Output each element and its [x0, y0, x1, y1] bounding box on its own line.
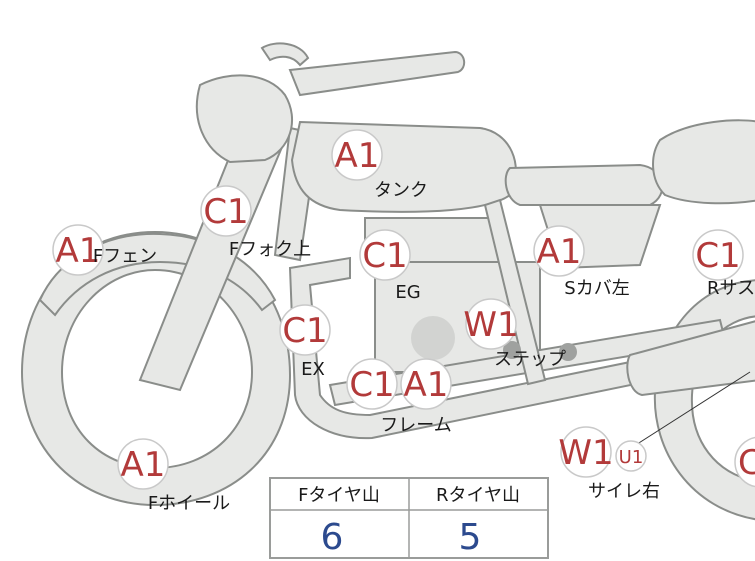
grade-engine: C1	[362, 236, 407, 276]
handlebar-bar	[288, 50, 466, 97]
step-peg-right	[559, 343, 577, 361]
grade-edge: C	[738, 443, 755, 483]
muffler	[626, 320, 755, 397]
silencer-leader-line	[619, 371, 751, 456]
condition-marker-exhaust: C1 EX	[279, 304, 331, 380]
label-ffender: Fフェン	[93, 246, 157, 267]
label-frame: フレーム	[380, 415, 451, 436]
seat	[504, 163, 664, 206]
grade-tank: A1	[335, 136, 380, 176]
condition-marker-ffender: A1 Fフェン	[52, 224, 157, 276]
table-header-rear-tire: Rタイヤ山	[436, 485, 520, 506]
handlebar	[260, 42, 310, 67]
condition-marker-silencer: W1 U1 サイレ右	[558, 426, 660, 502]
engine-cover	[411, 316, 455, 360]
grade-fwheel: A1	[121, 445, 166, 485]
grade-exhaust: C1	[282, 311, 327, 351]
grade-frame-b: A1	[404, 365, 449, 405]
label-engine: EG	[395, 282, 420, 303]
step-peg-left	[503, 341, 521, 359]
tire-tread-table: Fタイヤ山 Rタイヤ山 6 5	[269, 477, 549, 559]
table-value-front-tire: 6	[321, 517, 344, 558]
grade-ffork: C1	[203, 192, 248, 232]
label-exhaust: EX	[301, 359, 325, 380]
label-silencer: サイレ右	[588, 481, 660, 502]
label-tank: タンク	[374, 180, 428, 201]
condition-marker-engine: C1 EG	[359, 229, 421, 303]
grade-frame-a: C1	[349, 365, 394, 405]
headlight	[195, 74, 294, 164]
frame-rear	[483, 198, 547, 386]
grade-silencer: W1	[558, 433, 613, 473]
condition-marker-edge: C	[734, 436, 755, 488]
rear-wheel	[653, 279, 755, 521]
label-rsus: Rサス	[707, 278, 755, 299]
condition-marker-rsus: C1 Rサス	[692, 229, 755, 299]
label-fwheel: Fホイール	[148, 493, 230, 514]
grade-rsus: C1	[695, 236, 740, 276]
condition-marker-tank: A1 タンク	[331, 129, 428, 201]
condition-marker-ffork: C1 Fフォク上	[200, 185, 311, 260]
motorcycle-illustration	[20, 42, 755, 521]
table-header-front-tire: Fタイヤ山	[298, 485, 380, 506]
condition-marker-step: W1 ステップ	[463, 298, 566, 370]
grade-silencer-extra: U1	[619, 447, 644, 468]
label-ffork: Fフォク上	[229, 239, 311, 260]
condition-marker-frame: C1 A1 フレーム	[346, 358, 452, 436]
grade-ffender: A1	[56, 231, 101, 271]
table-value-rear-tire: 5	[459, 517, 482, 558]
condition-marker-scover: A1 Sカバ左	[533, 225, 630, 299]
label-step: ステップ	[494, 349, 566, 370]
condition-marker-fwheel: A1 Fホイール	[117, 438, 230, 514]
grade-scover: A1	[537, 232, 582, 272]
rear-cowl	[652, 119, 755, 205]
label-scover: Sカバ左	[564, 278, 629, 299]
grade-step: W1	[463, 305, 518, 345]
